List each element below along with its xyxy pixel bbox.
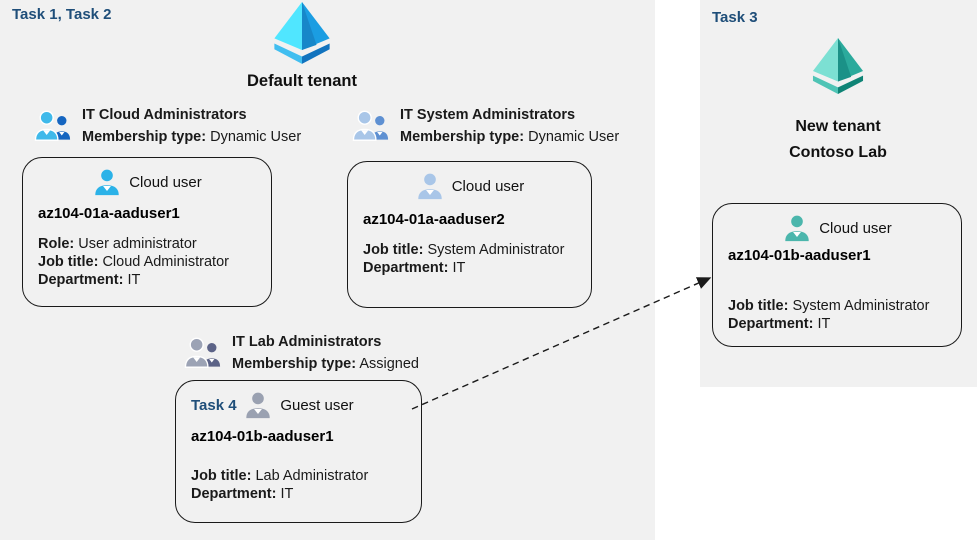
task-3-label: Task 3 bbox=[712, 9, 758, 26]
default-tenant-icon bbox=[274, 2, 330, 64]
group-name: IT Cloud Administrators bbox=[82, 107, 247, 123]
cloud-user2-card: Cloud user az104-01a-aaduser2 Job title:… bbox=[347, 161, 592, 308]
detail-department: Department: IT bbox=[191, 485, 406, 503]
task-1-2-label: Task 1, Task 2 bbox=[12, 6, 112, 23]
guest-user-icon bbox=[246, 392, 271, 419]
detail-department: Department: IT bbox=[363, 259, 576, 277]
default-tenant-header: Default tenant bbox=[212, 2, 392, 94]
membership-type-label: Membership type: bbox=[232, 356, 357, 372]
detail-label: Department: bbox=[191, 486, 277, 502]
group-name: IT Lab Administrators bbox=[232, 334, 382, 350]
new-tenant-title-line2: Contoso Lab bbox=[789, 144, 887, 161]
group-it-cloud-administrators: IT Cloud Administrators Membership type:… bbox=[34, 104, 301, 148]
membership-type-value: Assigned bbox=[359, 356, 419, 372]
cloud-user-icon bbox=[95, 169, 119, 196]
task-4-label: Task 4 bbox=[191, 397, 237, 414]
detail-label: Role: bbox=[38, 236, 75, 252]
group-it-lab-administrators: IT Lab Administrators Membership type: A… bbox=[184, 331, 419, 375]
detail-job-title: Job title: System Administrator bbox=[728, 297, 946, 315]
detail-label: Job title: bbox=[38, 254, 99, 270]
group-users-icon bbox=[34, 110, 71, 141]
group-it-system-administrators: IT System Administrators Membership type… bbox=[352, 104, 619, 148]
group-membership: Membership type: Dynamic User bbox=[82, 126, 301, 148]
new-tenant-panel: Task 3 New tenant Contoso Lab bbox=[700, 0, 977, 387]
detail-value: Lab Administrator bbox=[255, 468, 369, 484]
user-type-label: Cloud user bbox=[129, 173, 202, 191]
detail-label: Job title: bbox=[728, 298, 789, 314]
user-type-label: Cloud user bbox=[451, 177, 525, 195]
cloud-user-icon bbox=[785, 215, 809, 242]
detail-label: Department: bbox=[728, 316, 814, 332]
new-tenant-user-card: Cloud user az104-01b-aaduser1 Job title:… bbox=[712, 203, 962, 347]
new-tenant-icon bbox=[812, 38, 864, 95]
group-name: IT System Administrators bbox=[400, 107, 576, 123]
detail-value: User administrator bbox=[78, 236, 197, 252]
detail-label: Job title: bbox=[191, 468, 252, 484]
user-name: az104-01a-aaduser1 bbox=[38, 205, 180, 222]
cloud-user-icon bbox=[418, 173, 442, 200]
detail-value: Cloud Administrator bbox=[102, 254, 229, 270]
detail-value: IT bbox=[280, 486, 294, 502]
membership-type-label: Membership type: bbox=[400, 129, 525, 145]
guest-user-card: Task 4 Guest user az104-01b-aaduser1 Job… bbox=[175, 380, 422, 523]
user-type-label: Guest user bbox=[280, 396, 354, 414]
detail-job-title: Job title: Cloud Administrator bbox=[38, 253, 256, 271]
detail-job-title: Job title: System Administrator bbox=[363, 241, 576, 259]
detail-value: IT bbox=[452, 260, 466, 276]
user-name: az104-01b-aaduser1 bbox=[728, 247, 871, 264]
detail-department: Department: IT bbox=[728, 315, 946, 333]
group-membership: Membership type: Assigned bbox=[232, 353, 419, 375]
user-type-label: Cloud user bbox=[819, 219, 892, 237]
detail-role: Role: User administrator bbox=[38, 235, 256, 253]
detail-label: Job title: bbox=[363, 242, 424, 258]
detail-department: Department: IT bbox=[38, 271, 256, 289]
default-tenant-panel: Task 1, Task 2 Default tenant IT Cloud A… bbox=[0, 0, 655, 540]
new-tenant-title-line1: New tenant bbox=[795, 118, 881, 135]
detail-value: IT bbox=[817, 316, 831, 332]
user-name: az104-01b-aaduser1 bbox=[191, 428, 334, 445]
new-tenant-header: New tenant Contoso Lab bbox=[710, 38, 966, 165]
detail-label: Department: bbox=[38, 272, 124, 288]
group-membership: Membership type: Dynamic User bbox=[400, 126, 619, 148]
membership-type-value: Dynamic User bbox=[528, 129, 620, 145]
detail-value: System Administrator bbox=[427, 242, 565, 258]
detail-label: Department: bbox=[363, 260, 449, 276]
detail-value: System Administrator bbox=[792, 298, 930, 314]
group-users-icon bbox=[184, 337, 221, 368]
detail-job-title: Job title: Lab Administrator bbox=[191, 467, 406, 485]
group-users-icon bbox=[352, 110, 389, 141]
cloud-user1-card: Cloud user az104-01a-aaduser1 Role: User… bbox=[22, 157, 272, 307]
user-name: az104-01a-aaduser2 bbox=[363, 211, 505, 228]
membership-type-label: Membership type: bbox=[82, 129, 207, 145]
membership-type-value: Dynamic User bbox=[210, 129, 302, 145]
detail-value: IT bbox=[127, 272, 141, 288]
default-tenant-title: Default tenant bbox=[246, 72, 357, 90]
